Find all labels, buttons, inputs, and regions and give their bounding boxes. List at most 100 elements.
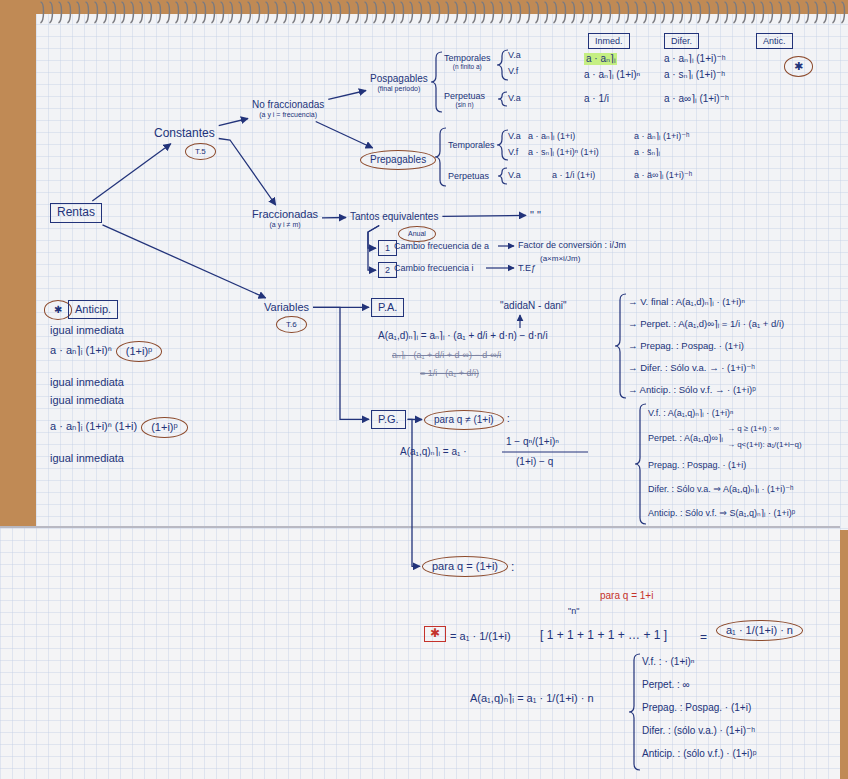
note-text: "adidaN - dani": [500, 300, 567, 312]
node-text: para q = (1+i): [432, 560, 498, 573]
formula-text: → Prepag. : Pospag. · (1+i): [628, 340, 744, 351]
formula-text: V.f. : · (1+i)ⁿ: [642, 656, 694, 668]
formula-text: A(a₁,q)ₙ⌉ᵢ = a₁ · 1/(1+i) · n: [470, 692, 594, 705]
upper-sheet: [36, 14, 848, 530]
formula-text: Anticip. : Sólo v.f. ⇒ S(a₁,q)ₙ⌉ᵢ · (1+i…: [648, 508, 795, 519]
node-text: Antic.: [763, 36, 786, 46]
branch-arrow: [328, 91, 366, 100]
formula-text: V.a: [508, 170, 521, 181]
formula-text: Prepag. : Pospag. · (1+i): [642, 702, 751, 714]
ditto-mark: " ": [528, 208, 543, 223]
branch-arrow: [219, 119, 248, 126]
formula-text: = 1/i · (a₁ + d/i): [420, 368, 479, 379]
spiral-binding: [40, 0, 848, 28]
formula-text: a · aₙ⌉ᵢ (1+i): [528, 131, 575, 142]
formula-text: → Anticip. : Sólo v.f. → · (1+i)ᵖ: [628, 384, 756, 395]
formula-text: V.a: [508, 93, 521, 104]
formula-text: Prepag. : Pospag. · (1+i): [648, 460, 746, 471]
node-text: P.A.: [378, 301, 397, 314]
formula-text: A(a₁,q)ₙ⌉ᵢ = a₁ ·: [400, 446, 467, 458]
lower-sheet: [0, 527, 840, 779]
circled-ref: T.6: [276, 316, 307, 333]
branch-arrow: [442, 215, 526, 217]
note-text: igual inmediata: [50, 394, 124, 407]
root-box: Rentas: [50, 203, 102, 223]
node-text: Difer.: [671, 36, 692, 46]
node-subtext: (a y i ≠ m): [252, 221, 318, 229]
node-text: ✱: [54, 304, 62, 316]
star-mark: ✱: [784, 56, 813, 77]
formula-text: a · aₙ⌉ᵢ (1+i)⁻ʰ: [664, 53, 726, 65]
formula-text: → V. final : A(a₁,d)ₙ⌉ᵢ · (1+i)ⁿ: [628, 296, 745, 307]
node-text: a₁ · 1/(1+i) · n: [726, 624, 793, 637]
formula-text: a · aₙ⌉ᵢ: [584, 53, 617, 65]
node-text: para q ≠ (1+i): [434, 414, 494, 426]
circled-term: (1+i)ᵖ: [116, 341, 162, 362]
formula-text: a · sₙ⌉ᵢ (1+i)⁻ʰ: [664, 69, 725, 81]
formula-text: T.Eƒ: [518, 263, 536, 274]
column-header: Inmed.: [588, 33, 630, 49]
formula-text: → Perpet. : A(a₁,d)∞⌉ᵢ = 1/i · (a₁ + d/i…: [628, 318, 784, 329]
node-text: Perpetuas: [448, 171, 489, 181]
branch-arrow: [103, 225, 266, 298]
formula-text: V.f. : A(a₁,q)ₙ⌉ᵢ · (1+i)ⁿ: [648, 408, 733, 419]
formula-text: a · s̈ₙ⌉ᵢ: [634, 147, 660, 158]
circled-term: Prepagables: [360, 150, 436, 170]
formula-text: = a₁ · 1/(1+i): [450, 630, 511, 643]
note-text: igual inmediata: [50, 452, 124, 465]
node-text: (1+i)ᵖ: [151, 421, 177, 434]
node-text: Anual: [408, 230, 426, 238]
formula-text: Difer. : (sólo v.a.) · (1+i)⁻ʰ: [642, 725, 755, 737]
note-text: "n": [568, 606, 579, 617]
formula-text: (a×m×i/Jm): [540, 254, 580, 264]
formula-text: =: [700, 630, 707, 644]
circled-note: Anual: [398, 226, 436, 242]
formula-text: a · ä∞⌉ᵢ (1+i)⁻ʰ: [634, 170, 692, 181]
boxed-term: P.G.: [371, 410, 406, 429]
formula-text: a · 1/i (1+i): [552, 170, 595, 181]
boxed-term: P.A.: [371, 298, 404, 317]
formula-text: Perpet. : ∞: [642, 679, 690, 691]
note-text: Cambio frecuencia de a: [394, 241, 489, 252]
formula-text: Difer. : Sólo v.a. ⇒ A(a₁,q)ₙ⌉ᵢ · (1+i)⁻…: [648, 484, 793, 495]
formula-text: :: [507, 412, 510, 425]
node-text: Pospagables: [370, 73, 428, 85]
branch-term: Pospagables(final periodo): [368, 72, 430, 94]
formula-text: a · 1/i: [584, 93, 609, 105]
circled-result: a₁ · 1/(1+i) · n: [716, 620, 803, 641]
node-text: (1+i)ᵖ: [126, 345, 152, 358]
formula-text: V.a: [508, 50, 521, 61]
node-text: P.G.: [378, 413, 399, 426]
node-text: ✱: [794, 60, 803, 73]
formula-text: [ 1 + 1 + 1 + 1 + … + 1 ]: [540, 628, 667, 642]
branch-arrow: [219, 139, 276, 206]
node-text: Constantes: [154, 127, 215, 141]
node-text: ✱: [430, 627, 440, 641]
node-text: 1: [385, 243, 390, 253]
branch-arrow: [408, 419, 420, 566]
node-subtext: (sin n): [444, 101, 485, 108]
formula-text: a · sₙ⌉ᵢ (1+i)ⁿ (1+i): [528, 147, 599, 158]
branch-arrow: [92, 144, 171, 201]
formula-text: :: [511, 560, 514, 574]
node-text: Anticip.: [75, 303, 111, 316]
circled-term: para q = (1+i): [422, 556, 508, 577]
branch-term: Fraccionadas(a y i ≠ m): [250, 207, 320, 230]
node-text: Fraccionadas: [252, 208, 318, 221]
node-text: T.5: [195, 147, 206, 156]
branch-arrow: [316, 122, 373, 149]
node-text: " ": [530, 209, 541, 222]
formula-text: a · aₙ⌉ᵢ (1+i)ⁿ: [584, 69, 640, 81]
node-subtext: (a y i = frecuencia): [252, 111, 324, 119]
circled-ref: T.5: [185, 143, 216, 160]
star-mark: ✱: [424, 626, 446, 642]
formula-text: Factor de conversión : i/Jm: [518, 240, 626, 251]
note-text: para q = 1+i: [600, 590, 653, 602]
branch-arrow: [322, 217, 346, 219]
formula-text: aₙ⌉ᵢ · (a₁ + d/i + d·∞) − d·∞/i: [392, 350, 501, 361]
circled-term: para q ≠ (1+i): [424, 410, 504, 430]
branch-term: Variables: [262, 300, 311, 315]
node-subtext: (final periodo): [370, 85, 428, 93]
note-text: igual inmediata: [50, 324, 124, 337]
circled-term: (1+i)ᵖ: [141, 417, 187, 438]
